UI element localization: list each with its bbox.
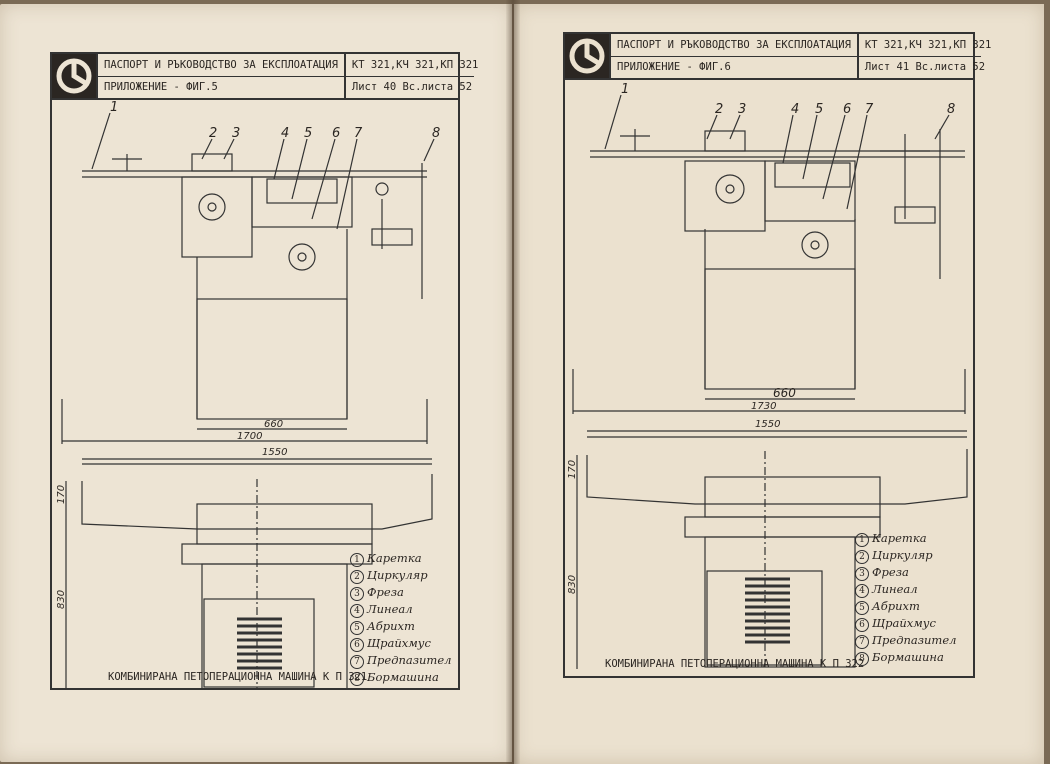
- right-side-view: [572, 94, 966, 414]
- right-sheet-info: Лист 41 Вс.листа 52: [864, 61, 986, 74]
- right-caption: КОМБИНИРАНА ПЕТОПЕРАЦИОННА МАШИНА К П 32…: [605, 658, 865, 670]
- left-callout-7: 7: [354, 126, 363, 141]
- right-dim-table-length: 1550: [755, 419, 780, 430]
- right-header-models: КТ 321,КЧ 321,КП 321: [858, 34, 991, 57]
- left-side-view: [61, 112, 435, 444]
- right-callout-7: 7: [865, 102, 874, 117]
- left-callout-6: 6: [332, 126, 340, 141]
- left-drawing-frame: ПАСПОРТ И РЪКОВОДСТВО ЗА ЕКСПЛОАТАЦИЯ ПР…: [50, 52, 478, 690]
- left-sheet-info: Лист 40 Вс.листа 52: [351, 81, 473, 94]
- left-callout-5: 5: [304, 126, 312, 141]
- right-drawing-frame: ПАСПОРТ И РЪКОВОДСТВО ЗА ЕКСПЛОАТАЦИЯ ПР…: [563, 32, 991, 678]
- left-dim-height-top: 170: [56, 485, 67, 504]
- right-dim-height-total: 830: [567, 575, 578, 594]
- right-callout-2: 2: [715, 102, 723, 117]
- right-dim-total-width: 1730: [751, 401, 776, 412]
- left-dim-total-width: 1700: [237, 431, 262, 442]
- left-dim-inner-width: 660: [264, 419, 283, 430]
- right-title-block: ПАСПОРТ И РЪКОВОДСТВО ЗА ЕКСПЛОАТАЦИЯ ПР…: [565, 34, 991, 80]
- left-appendix-label: ПРИЛОЖЕНИЕ - ФИГ.5: [104, 81, 218, 94]
- right-callout-4: 4: [791, 102, 799, 117]
- left-callout-2: 2: [209, 126, 217, 141]
- right-technical-drawing: 1 2 3 4 5 6 7 8 660 1730: [565, 78, 973, 676]
- left-dim-height-total: 830: [56, 590, 67, 609]
- left-callout-1: 1: [110, 100, 118, 115]
- right-callout-8: 8: [947, 102, 955, 117]
- left-technical-drawing: 1 2 3 4 5 6 7 8 660 1700: [52, 98, 458, 690]
- company-logo-icon: [565, 34, 611, 78]
- left-callout-8: 8: [432, 126, 440, 141]
- left-dim-table-length: 1550: [262, 447, 287, 458]
- right-callout-labels: 1 2 3 4 5 6 7 8 660 1730: [621, 82, 955, 412]
- left-front-view: [65, 458, 433, 690]
- book-spine: [506, 0, 520, 764]
- left-page: [0, 4, 512, 762]
- right-dim-height-top: 170: [567, 460, 578, 479]
- right-callout-5: 5: [815, 102, 823, 117]
- left-header-title: ПАСПОРТ И РЪКОВОДСТВО ЗА ЕКСПЛОАТАЦИЯ: [98, 54, 344, 77]
- right-callout-3: 3: [738, 102, 746, 117]
- right-front-view: [576, 430, 968, 669]
- right-header-title: ПАСПОРТ И РЪКОВОДСТВО ЗА ЕКСПЛОАТАЦИЯ: [611, 34, 857, 57]
- left-front-dim-labels: 1550 170 830: [56, 447, 287, 609]
- left-callout-3: 3: [232, 126, 240, 141]
- right-appendix-label: ПРИЛОЖЕНИЕ - ФИГ.6: [617, 61, 731, 74]
- right-front-dim-labels: 1550 170 830: [567, 419, 780, 594]
- right-callout-1: 1: [621, 82, 629, 97]
- right-page: [514, 4, 1044, 764]
- right-dim-inner-width: 660: [773, 386, 796, 400]
- left-caption: КОМБИНИРАНА ПЕТОПЕРАЦИОННА МАШИНА К П 32…: [108, 671, 368, 683]
- right-callout-6: 6: [843, 102, 851, 117]
- left-callout-4: 4: [281, 126, 289, 141]
- company-logo-icon: [52, 54, 98, 98]
- left-callout-labels: 1 2 3 4 5 6 7 8 660 1700: [110, 100, 440, 442]
- left-header-models: КТ 321,КЧ 321,КП 321: [345, 54, 478, 77]
- left-title-block: ПАСПОРТ И РЪКОВОДСТВО ЗА ЕКСПЛОАТАЦИЯ ПР…: [52, 54, 478, 100]
